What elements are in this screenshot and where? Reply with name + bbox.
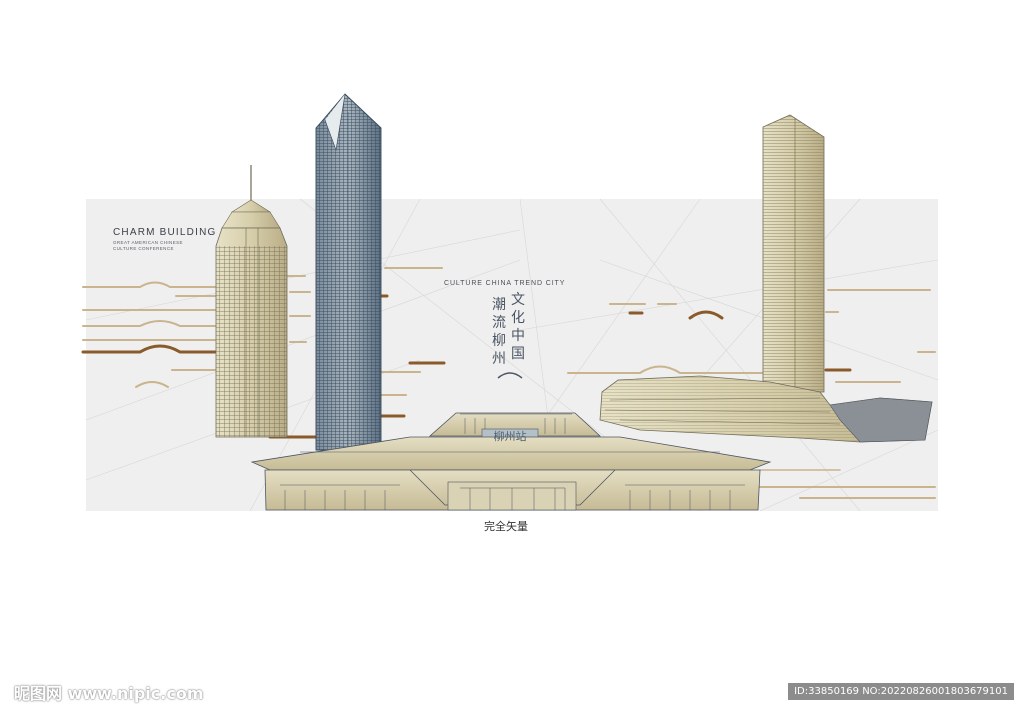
vertical-char: 国 xyxy=(511,346,525,362)
tagline: CULTURE CHINA TREND CITY xyxy=(444,280,566,287)
arc-ornament xyxy=(497,372,523,379)
vertical-char: 潮 xyxy=(492,297,506,313)
striped-tall-tower xyxy=(762,114,825,393)
vertical-char: 中 xyxy=(511,328,525,344)
station-sign: 柳州站 xyxy=(494,429,527,443)
blue-glass-tower xyxy=(315,93,382,451)
vertical-char: 化 xyxy=(511,310,525,326)
railway-station: 柳州站 xyxy=(250,412,772,511)
caption: 完全矢量 xyxy=(484,520,528,533)
gold-spire-tower xyxy=(215,165,288,438)
crystal-low-building xyxy=(599,375,933,443)
decor-right xyxy=(567,289,936,499)
watermark-id: ID:33850169 NO:20220826001803679101 xyxy=(788,683,1014,700)
vertical-text-trend-liuzhou: 潮 流 柳 州 xyxy=(490,296,508,368)
vertical-char: 州 xyxy=(492,351,506,367)
decor-left xyxy=(81,267,446,439)
brand-subtitle-line1: GREAT AMERICAN CHINESE xyxy=(113,240,183,245)
brand-title: CHARM BUILDING xyxy=(113,227,217,238)
watermark-left: 昵图网 www.nipic.com xyxy=(14,684,204,703)
vertical-char: 文 xyxy=(511,292,525,308)
vertical-char: 流 xyxy=(492,315,506,331)
vertical-char: 柳 xyxy=(492,333,506,349)
vertical-text-culture-china: 文 化 中 国 xyxy=(509,291,527,363)
brand-subtitle-line2: CULTURE CONFERENCE xyxy=(113,246,174,251)
